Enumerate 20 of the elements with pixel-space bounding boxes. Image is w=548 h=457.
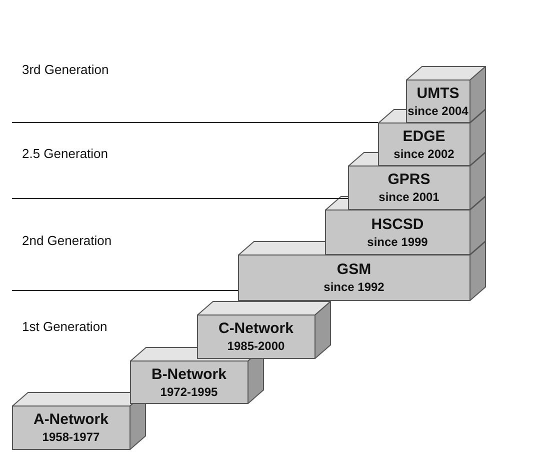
year-range: 1985-2000	[227, 338, 285, 355]
network-name: HSCSD	[371, 214, 424, 234]
generation-label: 1st Generation	[22, 319, 108, 334]
network-name: UMTS	[416, 84, 460, 102]
year-range: since 1999	[367, 234, 428, 250]
year-range: since 2004	[408, 102, 468, 120]
year-range: since 2001	[378, 189, 440, 206]
year-range: since 2002	[394, 146, 454, 162]
network-name: GPRS	[388, 170, 430, 189]
year-range: 1958-1977	[42, 429, 100, 446]
network-name: GSM	[336, 260, 372, 279]
network-name: B-Network	[151, 364, 226, 384]
network-name: C-Network	[218, 319, 294, 338]
generation-label: 2.5 Generation	[22, 146, 108, 161]
generation-label: 3rd Generation	[22, 62, 109, 77]
generation-label: 2nd Generation	[22, 233, 112, 248]
year-range: 1972-1995	[160, 384, 218, 400]
network-name: EDGE	[402, 126, 446, 146]
year-range: since 1992	[324, 279, 384, 296]
network-name: A-Network	[33, 410, 108, 429]
